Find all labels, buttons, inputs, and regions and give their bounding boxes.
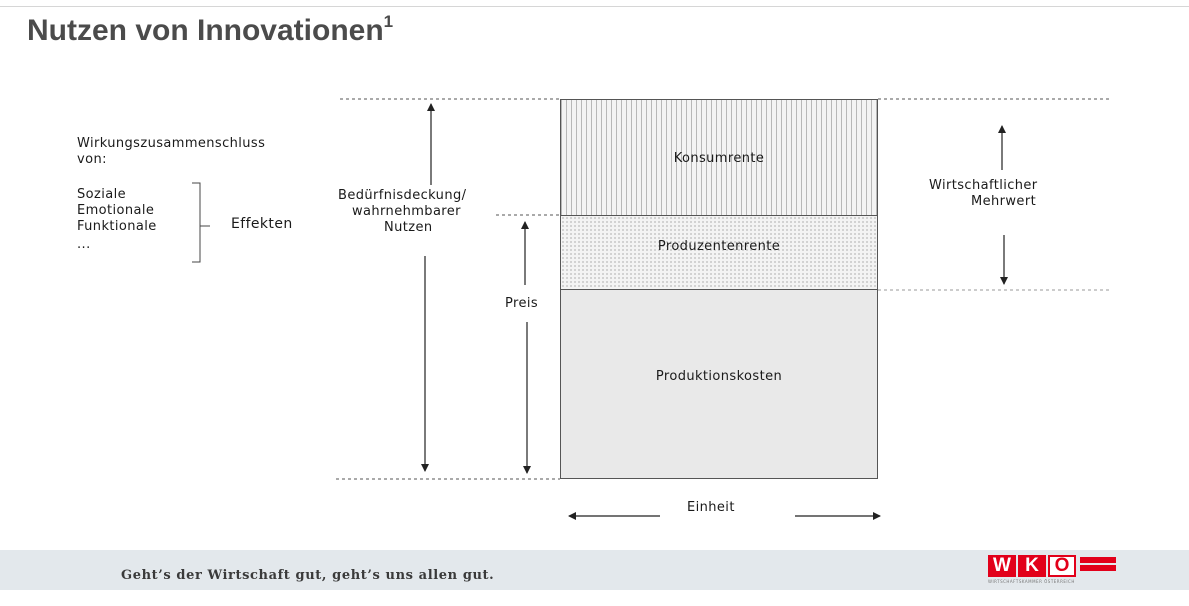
producer-surplus-label: Produzentenrente xyxy=(657,239,781,254)
effects-heading: Wirkungszusammenschluss xyxy=(77,136,266,151)
consumer-surplus-segment: Konsumrente xyxy=(560,99,878,216)
logo-bars xyxy=(1080,557,1116,573)
effect-item-social: Soziale xyxy=(77,187,127,202)
effects-heading-von: von: xyxy=(77,152,107,167)
need-label-line1: Bedürfnisdeckung/ xyxy=(338,188,467,203)
wko-logo: W K O WIRTSCHAFTSKAMMER ÖSTERREICH xyxy=(988,555,1118,585)
logo-letter-w: W xyxy=(988,555,1016,577)
need-label-line3: Nutzen xyxy=(384,220,433,235)
need-label-line2: wahrnehmbarer xyxy=(352,204,461,219)
effects-bracket xyxy=(192,182,201,263)
value-added-label-line1: Wirtschaftlicher xyxy=(929,178,1038,193)
logo-subtitle: WIRTSCHAFTSKAMMER ÖSTERREICH xyxy=(988,579,1075,584)
production-costs-segment: Produktionskosten xyxy=(560,289,878,479)
logo-letter-o: O xyxy=(1048,555,1076,577)
top-divider xyxy=(0,6,1189,7)
logo-letter-k: K xyxy=(1018,555,1046,577)
value-added-label-line2: Mehrwert xyxy=(971,194,1037,209)
production-costs-label: Produktionskosten xyxy=(655,369,783,384)
bracket-label-effekten: Effekten xyxy=(231,216,293,232)
title-footnote: 1 xyxy=(383,12,394,31)
slide-title-text: Nutzen von Innovationen xyxy=(27,14,384,47)
effect-item-emotional: Emotionale xyxy=(77,203,155,218)
effect-item-more: ... xyxy=(77,237,91,252)
producer-surplus-segment: Produzentenrente xyxy=(560,215,878,290)
footer-slogan: Geht’s der Wirtschaft gut, geht’s uns al… xyxy=(121,568,495,583)
consumer-surplus-label: Konsumrente xyxy=(673,151,765,166)
slide-title: Nutzen von Innovationen1 xyxy=(27,12,394,48)
unit-label: Einheit xyxy=(687,500,735,515)
price-label: Preis xyxy=(505,296,539,311)
effect-item-functional: Funktionale xyxy=(77,219,157,234)
